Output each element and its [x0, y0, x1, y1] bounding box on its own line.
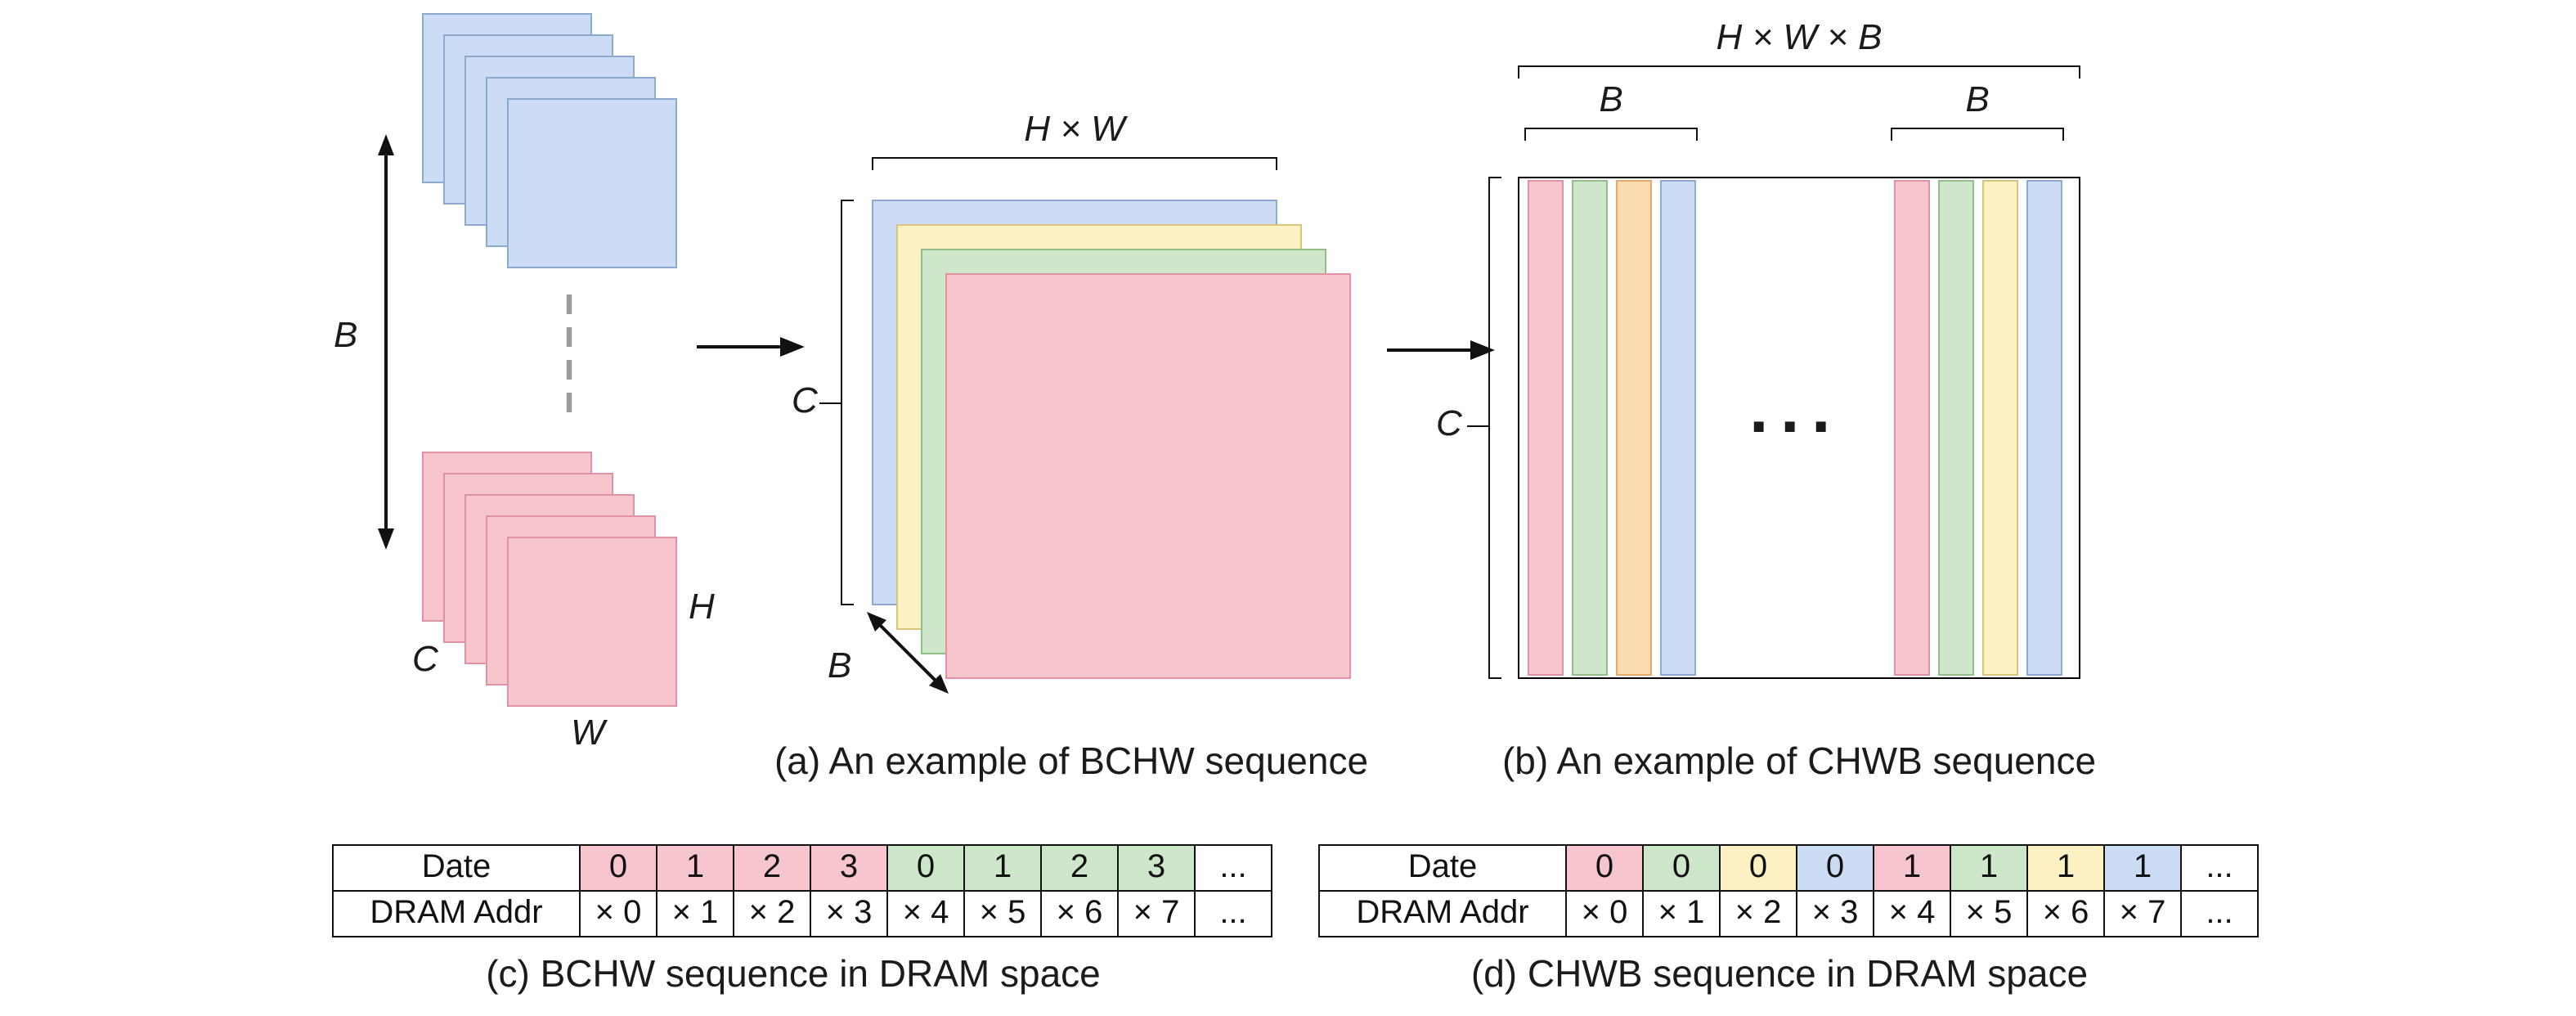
hw-bracket	[872, 157, 1277, 170]
height-label: H	[689, 586, 715, 627]
table-cell: 0	[579, 844, 657, 892]
table-cell: 1	[1873, 844, 1951, 892]
stripe-orange	[1616, 180, 1652, 676]
channel-bracket	[841, 200, 854, 605]
stripe-yellow	[1982, 180, 2018, 676]
panel-b-channel-bracket	[1488, 177, 1501, 679]
hwb-bracket	[1518, 65, 2080, 79]
table-cell: 0	[1642, 844, 1721, 892]
table-cell: ...	[2180, 890, 2259, 937]
panel-b-channel-dash	[1467, 425, 1488, 427]
table-cell: 3	[1117, 844, 1196, 892]
table-cell: × 4	[1873, 890, 1951, 937]
table-cell: × 5	[1950, 890, 2028, 937]
table-cell: × 7	[1117, 890, 1196, 937]
table-cell: × 3	[810, 890, 888, 937]
table-cell: 1	[656, 844, 734, 892]
table-cell: × 2	[1719, 890, 1797, 937]
panel-b-channel-label: C	[1436, 402, 1462, 443]
channel-plane-pink	[945, 273, 1351, 679]
table-cell: × 3	[1796, 890, 1874, 937]
table-cell: 2	[1040, 844, 1119, 892]
row-header-date: Date	[1318, 844, 1567, 892]
table-cell: ...	[1194, 844, 1272, 892]
table-cell: × 1	[1642, 890, 1721, 937]
stripe-green	[1572, 180, 1608, 676]
channel-count-label: C	[412, 638, 438, 679]
table-d-caption: (d) CHWB sequence in DRAM space	[1470, 952, 2089, 995]
stripe-green	[1938, 180, 1974, 676]
table-cell: × 5	[963, 890, 1042, 937]
table-cell: 0	[1796, 844, 1874, 892]
stripes-ellipsis: ···	[1749, 388, 1842, 465]
table-row: DRAM Addr × 0× 1× 2× 3× 4× 5× 6× 7...	[332, 890, 1272, 937]
table-cell: 0	[886, 844, 965, 892]
b-group-left-label: B	[1599, 79, 1623, 119]
table-cell: 1	[2103, 844, 2182, 892]
row-header-dram-addr: DRAM Addr	[1318, 890, 1567, 937]
b-group-right-label: B	[1965, 79, 1990, 119]
table-cell: × 0	[1565, 890, 1644, 937]
flow-arrow-1	[697, 337, 805, 357]
pink-stack-front	[507, 537, 677, 707]
width-label: W	[571, 712, 605, 753]
table-cell: × 1	[656, 890, 734, 937]
table-c-caption: (c) BCHW sequence in DRAM space	[486, 952, 1101, 995]
hwb-bracket-label: H × W × B	[1716, 16, 1883, 57]
table-cell: × 6	[2026, 890, 2105, 937]
row-header-dram-addr: DRAM Addr	[332, 890, 581, 937]
hw-bracket-label: H × W	[1024, 108, 1125, 149]
table-cell: 3	[810, 844, 888, 892]
table-cell: 1	[2026, 844, 2105, 892]
panel-b-caption: (b) An example of CHWB sequence	[1501, 740, 2097, 782]
table-cell: ...	[1194, 890, 1272, 937]
table-row: DRAM Addr × 0× 1× 2× 3× 4× 5× 6× 7...	[1318, 890, 2259, 937]
row-header-date: Date	[332, 844, 581, 892]
table-cell: ...	[2180, 844, 2259, 892]
batch-arrow-label: B	[334, 314, 358, 355]
table-cell: × 2	[733, 890, 811, 937]
b-group-left-bracket	[1524, 128, 1698, 141]
table-cell: 1	[1950, 844, 2028, 892]
table-cell: 0	[1719, 844, 1797, 892]
depth-arrow-label: B	[828, 645, 852, 686]
depth-arrow	[867, 612, 949, 694]
panel-a-caption: (a) An example of BCHW sequence	[774, 740, 1369, 782]
table-cell: 1	[963, 844, 1042, 892]
table-cell: × 7	[2103, 890, 2182, 937]
b-group-right-bracket	[1891, 128, 2064, 141]
stack-ellipsis-dashed-line	[566, 294, 572, 422]
table-cell: × 4	[886, 890, 965, 937]
channel-bracket-label: C	[792, 380, 818, 420]
table-cell: × 0	[579, 890, 657, 937]
stripe-pink	[1894, 180, 1930, 676]
batch-range-arrow	[378, 134, 394, 550]
stripe-pink	[1528, 180, 1564, 676]
table-cell: × 6	[1040, 890, 1119, 937]
table-cell: 0	[1565, 844, 1644, 892]
blue-stack-front	[507, 98, 677, 268]
channel-bracket-dash	[819, 402, 841, 404]
flow-arrow-2	[1387, 340, 1495, 360]
stripe-blue	[2026, 180, 2062, 676]
table-cell: 2	[733, 844, 811, 892]
stripe-blue	[1660, 180, 1696, 676]
